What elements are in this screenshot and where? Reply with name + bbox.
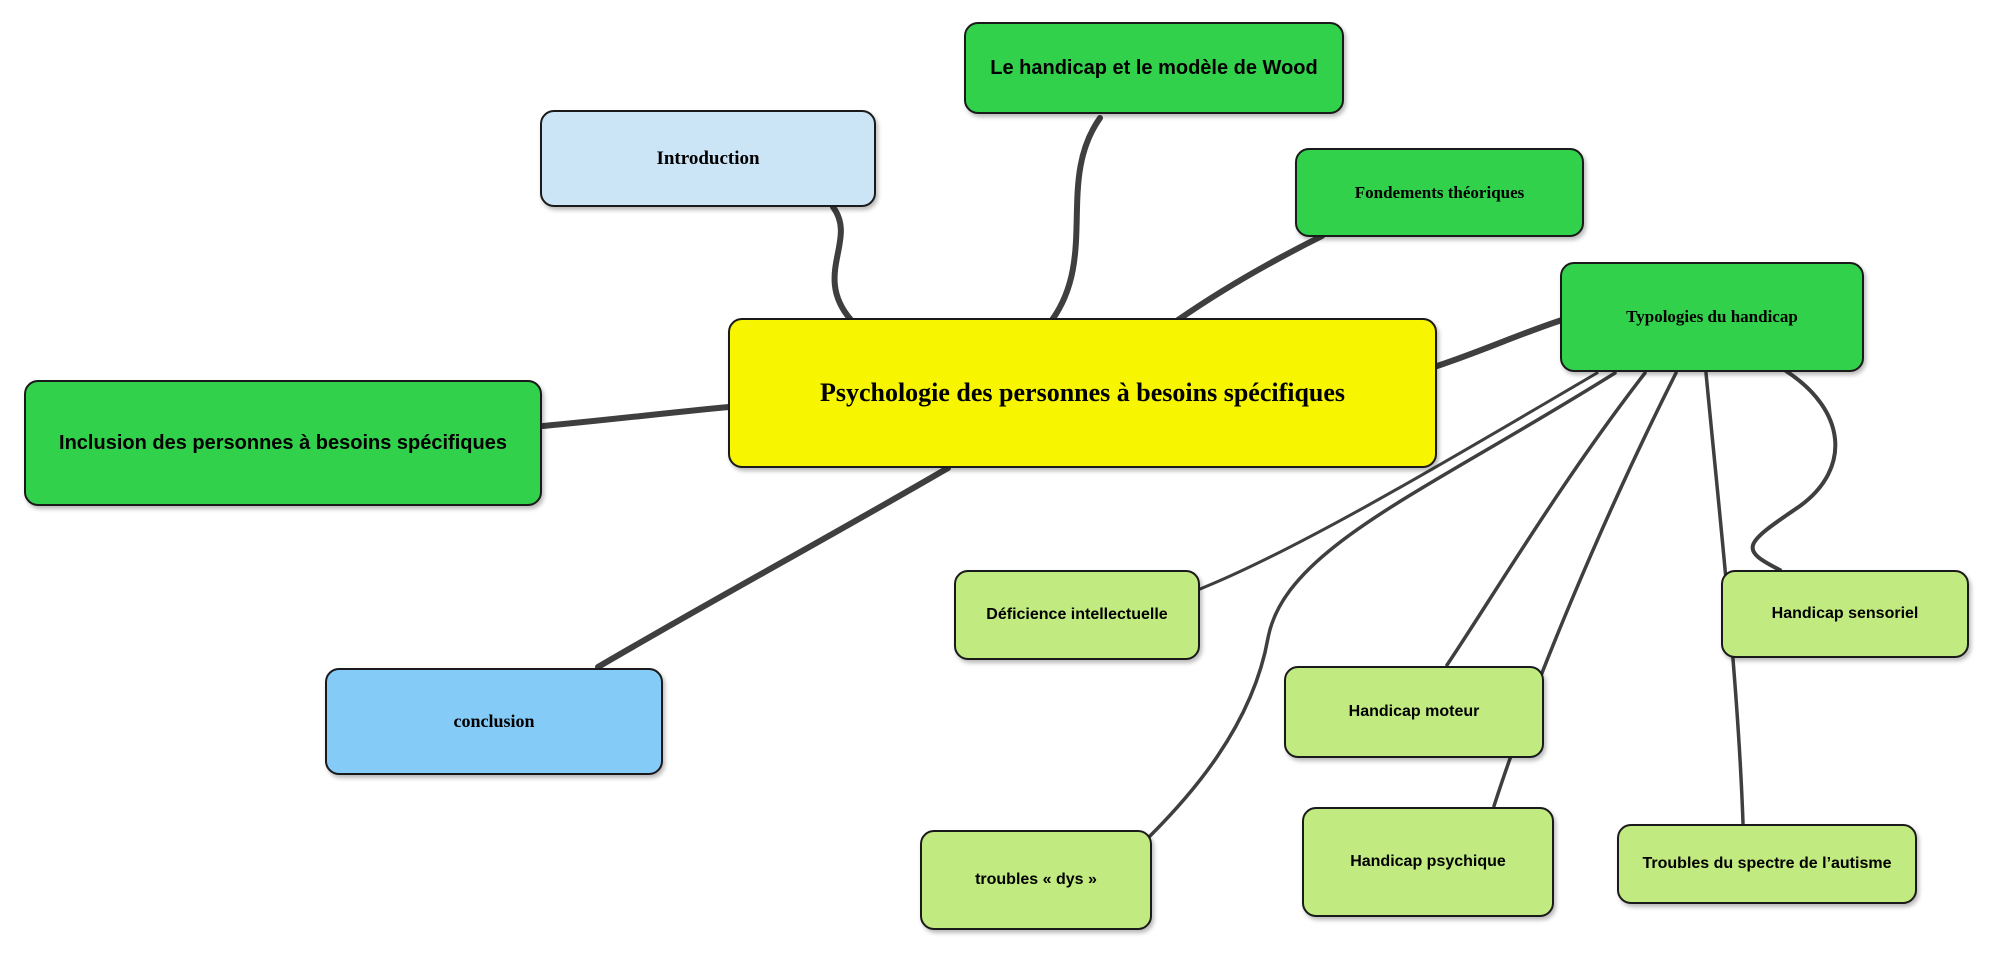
node-label-inclusion: Inclusion des personnes à besoins spécif… [59, 431, 507, 454]
node-label-typologies: Typologies du handicap [1626, 307, 1798, 327]
edge-central-fondements [1175, 233, 1325, 323]
node-label-dys: troubles « dys » [975, 870, 1097, 888]
node-inclusion[interactable]: Inclusion des personnes à besoins spécif… [24, 380, 542, 506]
edge-central-conclusion [595, 465, 951, 670]
node-label-wood: Le handicap et le modèle de Wood [990, 56, 1318, 79]
node-deficience[interactable]: Déficience intellectuelle [954, 570, 1200, 660]
node-label-deficience: Déficience intellectuelle [986, 605, 1168, 623]
node-moteur[interactable]: Handicap moteur [1284, 666, 1544, 758]
node-label-conclusion: conclusion [453, 711, 535, 732]
node-fondements[interactable]: Fondements théoriques [1295, 148, 1584, 237]
node-sensoriel[interactable]: Handicap sensoriel [1721, 570, 1969, 658]
node-label-fondements: Fondements théoriques [1354, 182, 1525, 202]
edge-typologies-dys [1148, 371, 1617, 838]
edge-typologies-moteur [1445, 371, 1647, 667]
node-label-psychique: Handicap psychique [1350, 852, 1506, 870]
node-label-moteur: Handicap moteur [1348, 702, 1480, 720]
node-conclusion[interactable]: conclusion [325, 668, 663, 775]
node-label-sensoriel: Handicap sensoriel [1771, 604, 1919, 622]
node-introduction[interactable]: Introduction [540, 110, 876, 207]
node-central[interactable]: Psychologie des personnes à besoins spéc… [728, 318, 1437, 468]
node-typologies[interactable]: Typologies du handicap [1560, 262, 1864, 372]
edge-central-wood [1049, 115, 1103, 323]
node-label-autisme: Troubles du spectre de l’autisme [1642, 854, 1892, 872]
edge-central-introduction [830, 204, 854, 323]
node-dys[interactable]: troubles « dys » [920, 830, 1152, 930]
node-psychique[interactable]: Handicap psychique [1302, 807, 1554, 917]
edge-central-inclusion [540, 404, 732, 429]
edge-central-typologies [1434, 317, 1565, 369]
node-wood[interactable]: Le handicap et le modèle de Wood [964, 22, 1344, 114]
edge-typologies-deficience [1198, 371, 1599, 591]
node-label-introduction: Introduction [656, 147, 760, 169]
node-autisme[interactable]: Troubles du spectre de l’autisme [1617, 824, 1917, 904]
edge-typologies-sensoriel [1750, 369, 1838, 572]
node-label-central: Psychologie des personnes à besoins spéc… [819, 378, 1346, 408]
